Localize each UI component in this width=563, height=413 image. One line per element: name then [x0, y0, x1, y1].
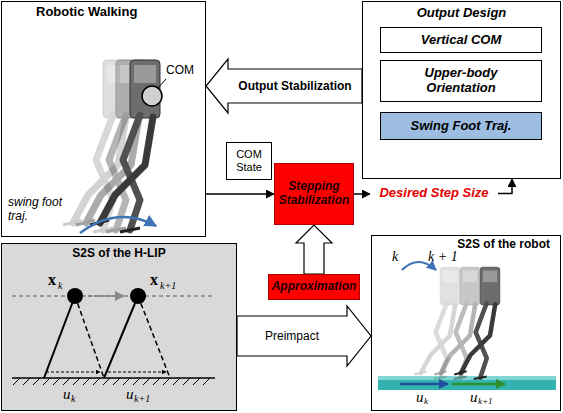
subscript: k+1 — [160, 281, 176, 291]
output-box: Desired Step Size — [370, 181, 498, 206]
node-text: Desired Step Size — [379, 186, 488, 201]
state-symbol: x — [150, 272, 158, 288]
process-box: Swing Foot Traj. — [380, 112, 542, 140]
s2s-robot — [378, 262, 556, 390]
step-index: k — [392, 250, 398, 264]
panel-ground — [1, 243, 237, 411]
node-text: S2S of the H-LIP — [72, 247, 165, 261]
process-box: Vertical COM — [380, 27, 542, 53]
group-box: Output DesignVertical COM Upper-body Orie… — [362, 1, 561, 179]
node-text: Vertical COM — [421, 33, 501, 48]
arrow-line — [354, 193, 370, 195]
walking-robot — [63, 60, 166, 233]
state-symbol: x — [48, 272, 56, 288]
process-box: Approximation — [268, 274, 360, 300]
node-text: Output Design — [417, 6, 507, 21]
block-arrow — [206, 59, 362, 113]
node-text: Stepping Stabilization — [277, 180, 351, 208]
edge-label: Output Stabilization — [238, 80, 351, 92]
state-box: COM State — [226, 142, 272, 180]
subscript: k+1 — [134, 394, 150, 404]
subscript: k — [71, 394, 75, 404]
node-text: Swing Foot Traj. — [411, 119, 512, 134]
node-text: S2S of the robot — [457, 238, 550, 252]
arrow-line — [206, 193, 274, 195]
panel: S2S of the robot — [371, 235, 561, 411]
input-symbol: u — [470, 390, 478, 405]
subscript: k — [58, 281, 62, 291]
subscript: k+1 — [478, 397, 493, 406]
annotation: swing foot traj. — [8, 196, 72, 224]
block-arrow — [237, 306, 371, 366]
node-text: Upper-body Orientation — [417, 66, 505, 96]
input-symbol: u — [126, 387, 134, 402]
edge-label: Preimpact — [265, 330, 319, 342]
node-text: Robotic Walking — [36, 5, 137, 20]
panel: S2S of the H-LIP — [1, 243, 237, 411]
subscript: k — [424, 397, 428, 406]
block-arrow — [296, 225, 332, 274]
arrow-line — [498, 179, 512, 194]
step-index: k + 1 — [428, 250, 458, 264]
input-symbol: u — [63, 387, 71, 402]
node-text: Approximation — [272, 280, 357, 294]
node-text: COM State — [228, 148, 270, 173]
process-box: Upper-body Orientation — [380, 60, 542, 102]
hlip-figure — [12, 288, 215, 385]
annotation: COM — [166, 64, 194, 76]
process-box: Stepping Stabilization — [274, 163, 354, 225]
input-symbol: u — [416, 390, 424, 405]
